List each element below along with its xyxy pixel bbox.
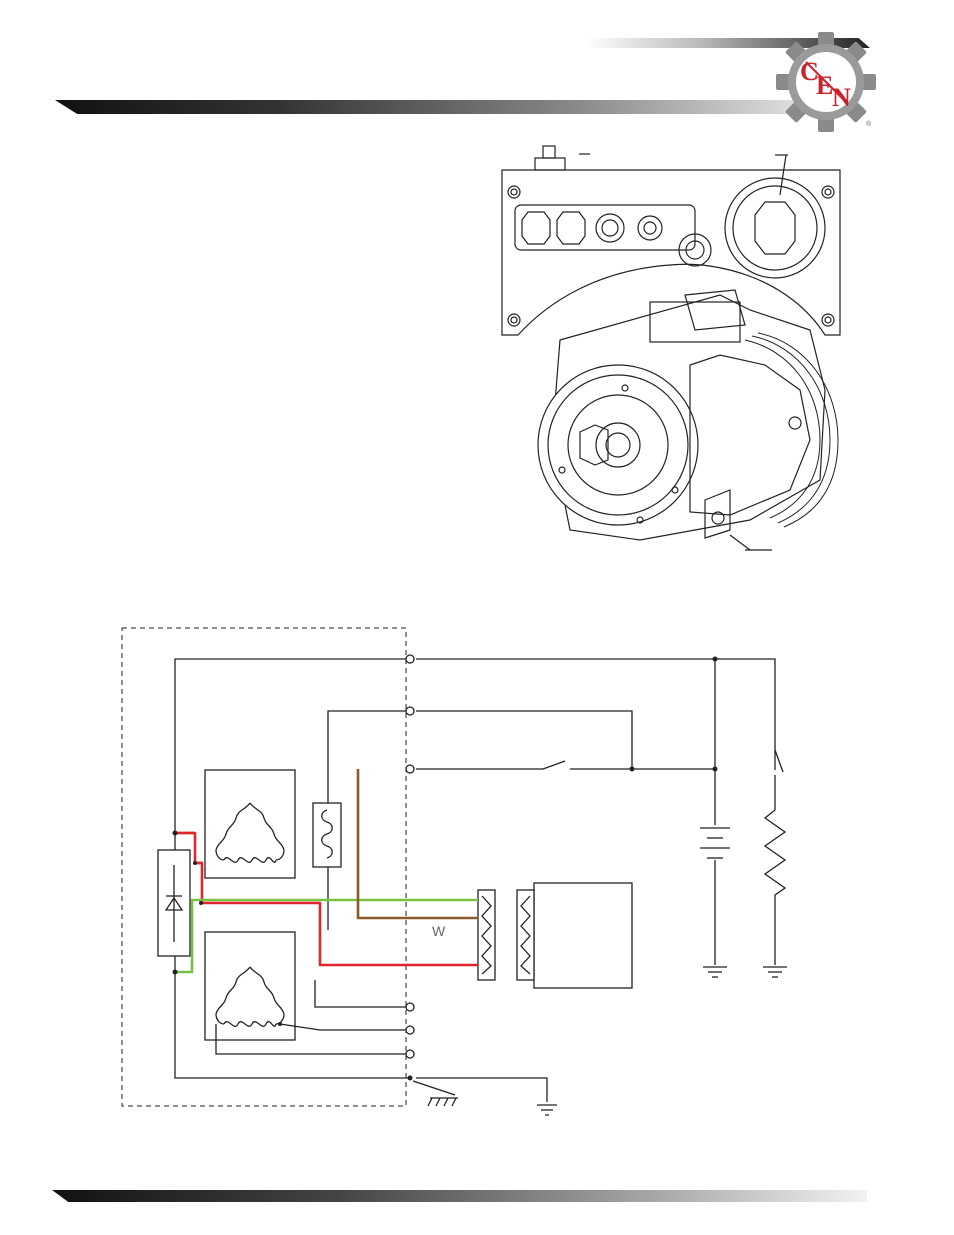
terminal-stator-1 [406, 1003, 414, 1011]
load-ground-icon [763, 967, 787, 977]
connector-plug [478, 890, 495, 980]
regulator-wire [416, 711, 632, 770]
stator-tap-wire-2 [280, 1024, 410, 1030]
alternator-body [538, 290, 838, 550]
header-bar [55, 100, 795, 114]
logo-letter-e: E [816, 71, 833, 100]
terminal-field [406, 707, 414, 715]
battery-symbol [700, 760, 730, 965]
regulator-socket [517, 890, 534, 980]
company-logo: C E N ® [774, 30, 878, 134]
terminal-points [406, 655, 414, 1058]
chassis-ground-icon [537, 1105, 557, 1115]
terminal-stator-2 [406, 1026, 414, 1034]
wiring-schematic: W [110, 620, 810, 1130]
terminal-ignition [406, 765, 414, 773]
logo-letter-n: N [832, 83, 851, 112]
stator-tap-wire-1 [315, 980, 410, 1007]
terminal-stator-3 [406, 1050, 414, 1058]
ignition-switch [543, 761, 565, 769]
b-plus-external-wire [416, 659, 775, 770]
wire-label-w: W [432, 923, 446, 939]
footer-bar [52, 1190, 867, 1202]
regulator-module [534, 883, 632, 988]
load-switch [775, 750, 783, 772]
load-resistor [765, 775, 785, 965]
housing-ground-icon [428, 1098, 458, 1106]
registered-mark: ® [866, 120, 872, 128]
terminal-box [502, 146, 840, 335]
alternator-illustration [490, 140, 850, 560]
terminal-b-plus [406, 655, 414, 663]
sense-wire-to-regulator [358, 769, 478, 918]
battery-ground-icon [703, 967, 727, 977]
housing-ground-strap [413, 1081, 455, 1095]
